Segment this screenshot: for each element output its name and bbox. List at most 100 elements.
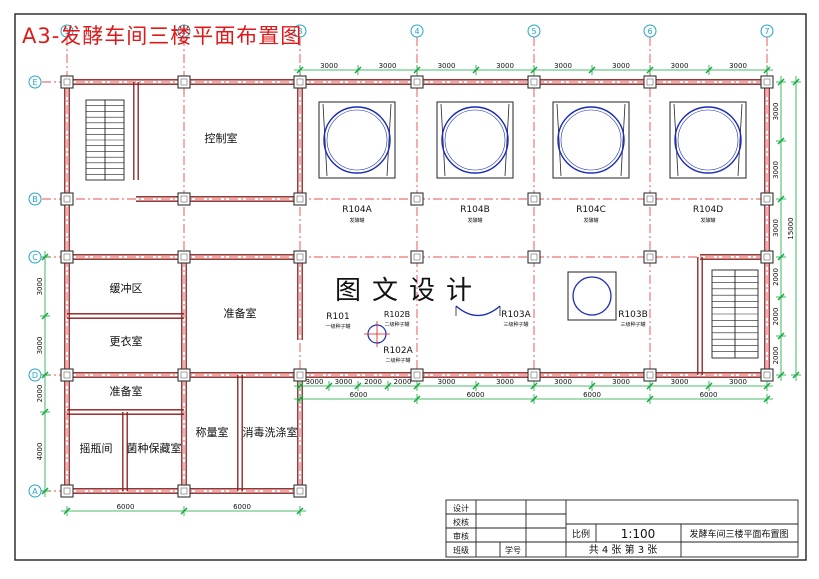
- dimension-label-middle: 3000: [438, 378, 456, 386]
- room-changing-room: 更衣室: [110, 334, 143, 348]
- tank-tag-r103b: R103B: [618, 310, 648, 320]
- column-core: [763, 371, 771, 379]
- dimension-label-middle-large: 6000: [583, 391, 601, 399]
- dimension-tick: [530, 66, 538, 74]
- dimension-tick: [646, 66, 654, 74]
- axis-bubble-B: [28, 192, 42, 206]
- room-weighing-room: 称量室: [196, 425, 229, 439]
- dimension-tick: [354, 382, 362, 390]
- column-core: [413, 78, 421, 86]
- tank-frame: [669, 101, 747, 179]
- tank-frame: [318, 101, 396, 179]
- axis-bubble-D-label: D: [32, 371, 38, 380]
- column-core: [646, 253, 654, 261]
- dimension-label-middle: 3000: [671, 378, 689, 386]
- seed-tank-circle: [572, 276, 612, 316]
- tank-name-r101: 一级种子罐: [325, 323, 350, 330]
- dimension-tick: [41, 253, 49, 261]
- column-core: [180, 78, 188, 86]
- axis-bubble-6: [643, 24, 657, 38]
- axis-bubble-D: [28, 368, 42, 382]
- column: [643, 75, 657, 89]
- column-core: [530, 371, 538, 379]
- dimension-tick: [41, 312, 49, 320]
- tank-support: [504, 103, 510, 177]
- dimension-tick: [413, 395, 421, 403]
- dimension-label-middle: 3000: [335, 378, 353, 386]
- column: [60, 75, 74, 89]
- stairs: [85, 99, 759, 359]
- dimension-label-right: 3000: [772, 161, 780, 179]
- tank-name-r104c: 发酵罐: [583, 217, 598, 224]
- dimension-label-middle-large: 6000: [700, 391, 718, 399]
- dimension-tick: [41, 487, 49, 495]
- column-core: [413, 371, 421, 379]
- tank-tag-r104d: R104D: [693, 205, 723, 215]
- column-core: [63, 371, 71, 379]
- seed-tank-bowl: [455, 305, 501, 317]
- dimension-tick: [792, 371, 800, 379]
- dimension-label-left: 3000: [36, 278, 44, 296]
- column: [760, 75, 774, 89]
- axis-bubble-7-label: 7: [764, 27, 769, 36]
- title-block-scale-value: 1:100: [621, 527, 656, 541]
- title-block-scale-label: 比例: [572, 528, 590, 540]
- axis-bubble-4: [410, 24, 424, 38]
- axis-bubble-C: [28, 250, 42, 264]
- column-core: [296, 78, 304, 86]
- column-core: [180, 371, 188, 379]
- sheet-title: A3-发酵车间三楼平面布置图: [22, 24, 303, 48]
- column: [410, 192, 424, 206]
- dimension-label-middle: 2000: [364, 378, 382, 386]
- dimension-tick: [41, 371, 49, 379]
- title-block-reviewer: 审核: [453, 531, 469, 541]
- title-block-class: 班级: [453, 545, 469, 555]
- axis-bubble-3-label: 3: [297, 27, 302, 36]
- axis-bubble-5-label: 5: [531, 27, 536, 36]
- dimension-tick: [41, 408, 49, 416]
- dimension-label-top: 3000: [729, 62, 747, 70]
- column: [760, 192, 774, 206]
- column: [410, 250, 424, 264]
- fermenter-tank-circle: [441, 106, 509, 174]
- tank-tag-r103a: R103A: [501, 310, 531, 320]
- column: [60, 250, 74, 264]
- tank-name-r103a: 三级种子罐: [503, 321, 528, 328]
- dimension-label-right: 2000: [772, 308, 780, 326]
- tank-name-r102a: 二级种子罐: [385, 357, 410, 364]
- dimension-label-right-total: 15000: [787, 217, 795, 239]
- dimension-tick: [777, 332, 785, 340]
- dimension-label-right: 2000: [772, 268, 780, 286]
- sheet-border: [14, 13, 807, 561]
- dimension-tick: [777, 78, 785, 86]
- dimension-tick: [296, 507, 304, 515]
- dimension-tick: [705, 382, 713, 390]
- column-core: [180, 195, 188, 203]
- columns: [60, 75, 774, 498]
- column: [177, 75, 191, 89]
- column-core: [646, 195, 654, 203]
- dimension-tick: [354, 66, 362, 74]
- axis-bubble-A: [28, 484, 42, 498]
- tank-name-r104b: 发酵罐: [467, 217, 482, 224]
- room-control-room: 控制室: [205, 131, 238, 145]
- title-block-drawing-name: 发酵车间三楼平面布置图: [689, 528, 788, 540]
- column-core: [413, 195, 421, 203]
- dimension-tick: [792, 78, 800, 86]
- title-block: [445, 499, 799, 558]
- dimension-label-right: 3000: [772, 219, 780, 237]
- dimension-label-middle: 3000: [554, 378, 572, 386]
- dimension-tick: [325, 382, 333, 390]
- tank-support: [673, 103, 679, 177]
- column: [293, 368, 307, 382]
- fermenter-tank-inner: [326, 109, 388, 171]
- dimension-label-top: 3000: [438, 62, 456, 70]
- dimension-label-right: 2000: [772, 347, 780, 365]
- dimension-tick: [763, 382, 771, 390]
- axis-bubble-7: [760, 24, 774, 38]
- column-core: [63, 487, 71, 495]
- column-core: [763, 195, 771, 203]
- axis-bubble-6-label: 6: [647, 27, 652, 36]
